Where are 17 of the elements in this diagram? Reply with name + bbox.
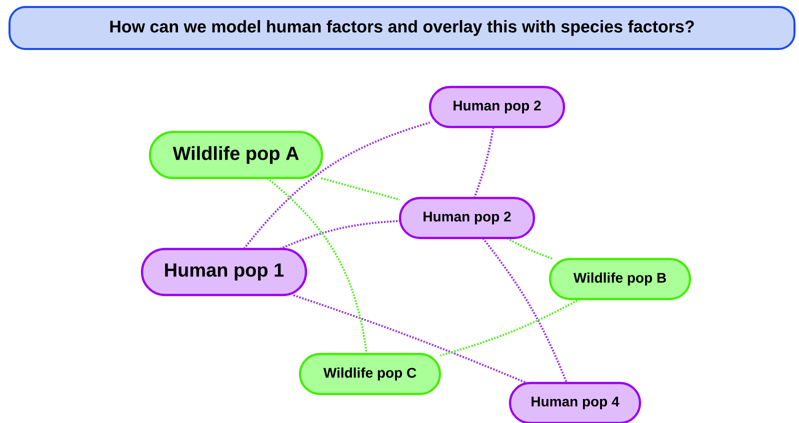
pill-box: Human pop 1 (140, 248, 308, 296)
pill-box: Human pop 2 (398, 196, 536, 240)
connector (243, 122, 430, 250)
connector (293, 294, 527, 384)
connector (280, 220, 400, 250)
connector (440, 298, 581, 356)
connector (266, 177, 368, 354)
pill-box: Human pop 4 (508, 382, 642, 423)
connector (473, 127, 494, 198)
pill-box: Wildlife pop C (298, 352, 442, 396)
pill-box: Human pop 2 (428, 86, 566, 128)
connector (482, 238, 568, 384)
pill-box: Wildlife pop B (548, 258, 692, 300)
connector (320, 177, 400, 201)
connector (506, 237, 554, 260)
title-banner: How can we model human factors and overlay this with species factors? (8, 6, 796, 50)
pill-box: Wildlife pop A (148, 130, 324, 180)
